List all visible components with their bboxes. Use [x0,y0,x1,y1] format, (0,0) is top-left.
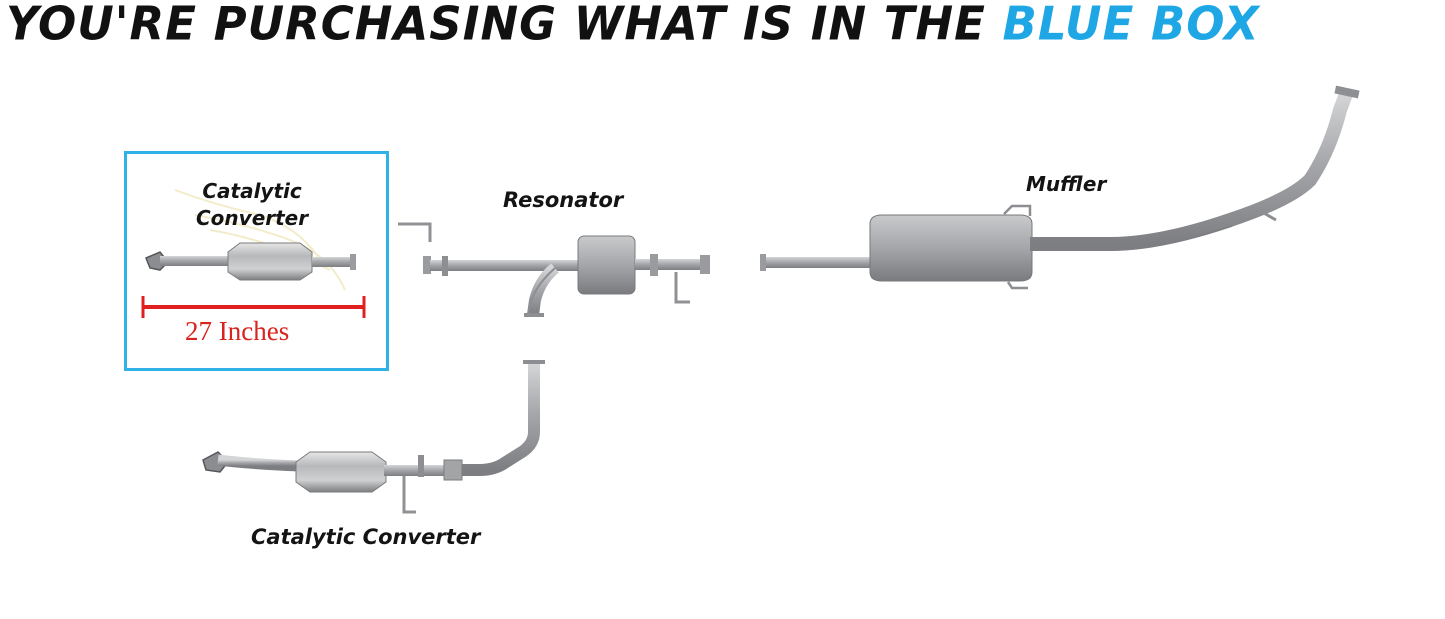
boxed-cat-label-line2: Converter [196,206,309,230]
resonator-assembly [398,222,710,317]
measurement-bar [141,296,366,318]
title-highlight: BLUE BOX [1002,0,1260,51]
blue-box [124,151,389,371]
boxed-cat-label-line1: Catalytic [202,179,302,203]
muffler-label: Muffler [1026,172,1107,196]
resonator-label: Resonator [503,188,624,212]
lower-catalytic-converter-assembly [202,360,545,514]
boxed-catalytic-converter [145,189,356,291]
boxed-cat-label: Catalytic Converter [196,178,308,232]
title-prefix: YOU'RE PURCHASING WHAT IS IN THE [6,0,1003,51]
measurement-label: 27 Inches [185,316,290,346]
lower-cat-label: Catalytic Converter [251,525,481,549]
page-title: YOU'RE PURCHASING WHAT IS IN THE BLUE BO… [6,0,1260,51]
muffler-assembly [760,85,1360,290]
